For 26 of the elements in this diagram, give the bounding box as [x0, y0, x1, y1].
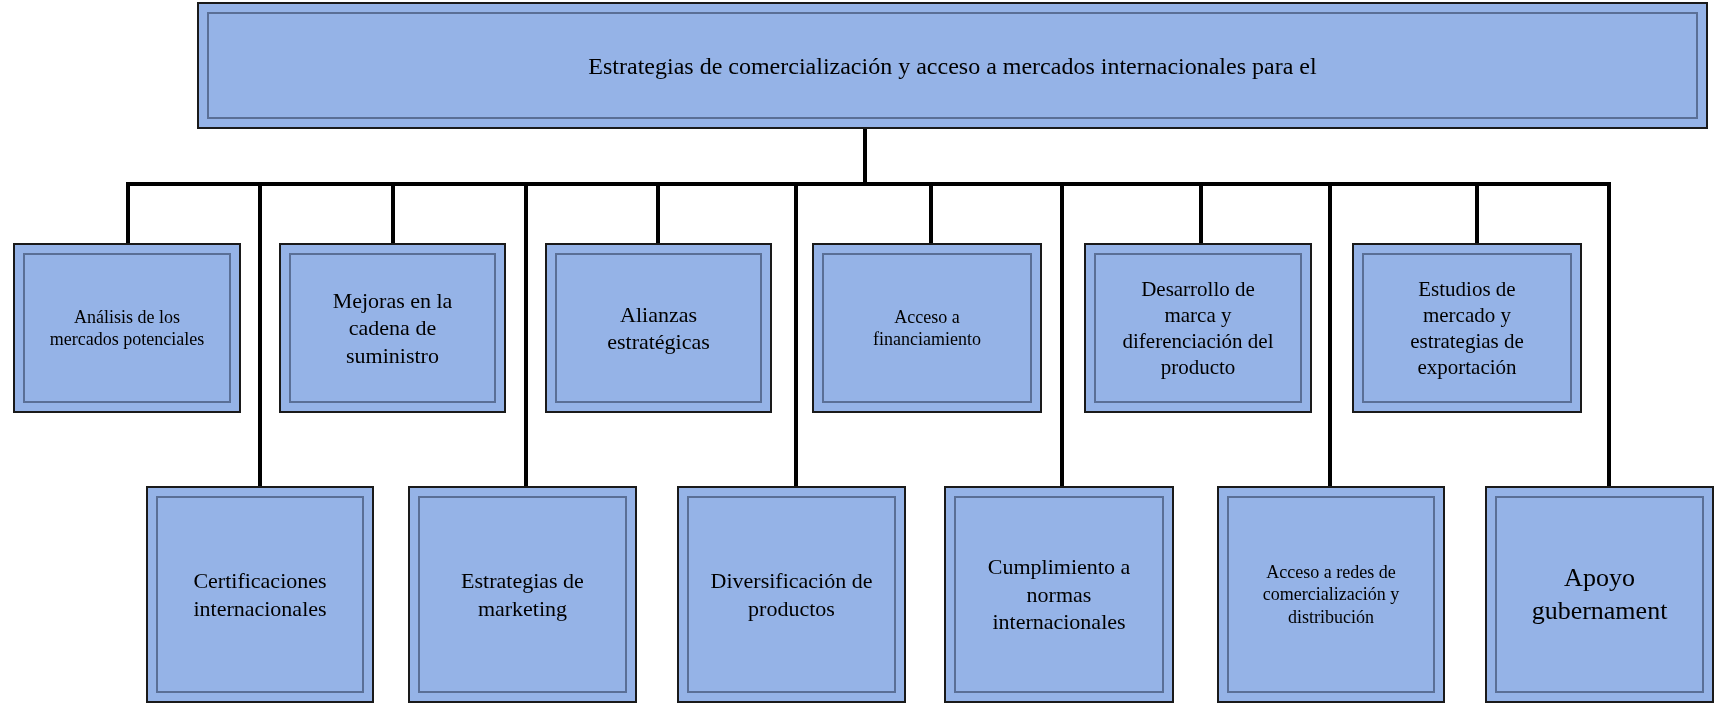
box-label: Apoyo gubernament	[1530, 562, 1669, 627]
strategy-box	[279, 243, 506, 413]
strategy-box	[1084, 243, 1312, 413]
box-label: Alianzas estratégicas	[606, 300, 711, 356]
strategy-box	[812, 243, 1042, 413]
box-label: Acceso a redes de comercialización y distribución	[1261, 560, 1401, 629]
strategy-box	[677, 486, 906, 703]
title-box	[197, 2, 1708, 129]
strategy-box	[545, 243, 772, 413]
strategy-box	[1217, 486, 1445, 703]
box-label: Certificaciones internacionales	[192, 567, 328, 622]
root-label: Estrategias de comercialización y acceso a mercados internacionales para el	[588, 51, 1317, 81]
box-label: Estrategias de marketing	[460, 567, 585, 622]
box-label: Estudios de mercado y estrategias de exportación	[1409, 275, 1525, 381]
strategy-box	[408, 486, 637, 703]
strategy-box	[1352, 243, 1582, 413]
strategy-box	[944, 486, 1174, 703]
box-label: Diversificación de productos	[709, 567, 874, 622]
box-label: Acceso a financiamiento	[872, 305, 982, 351]
box-label: Análisis de los mercados potenciales	[48, 305, 206, 351]
strategy-box	[13, 243, 241, 413]
box-label: Mejoras en la cadena de suministro	[331, 286, 454, 370]
box-label: Desarrollo de marca y diferenciación del producto	[1121, 275, 1275, 381]
strategy-box	[146, 486, 374, 703]
strategy-box	[1485, 486, 1714, 703]
box-label: Cumplimiento a normas internacionales	[986, 553, 1132, 636]
